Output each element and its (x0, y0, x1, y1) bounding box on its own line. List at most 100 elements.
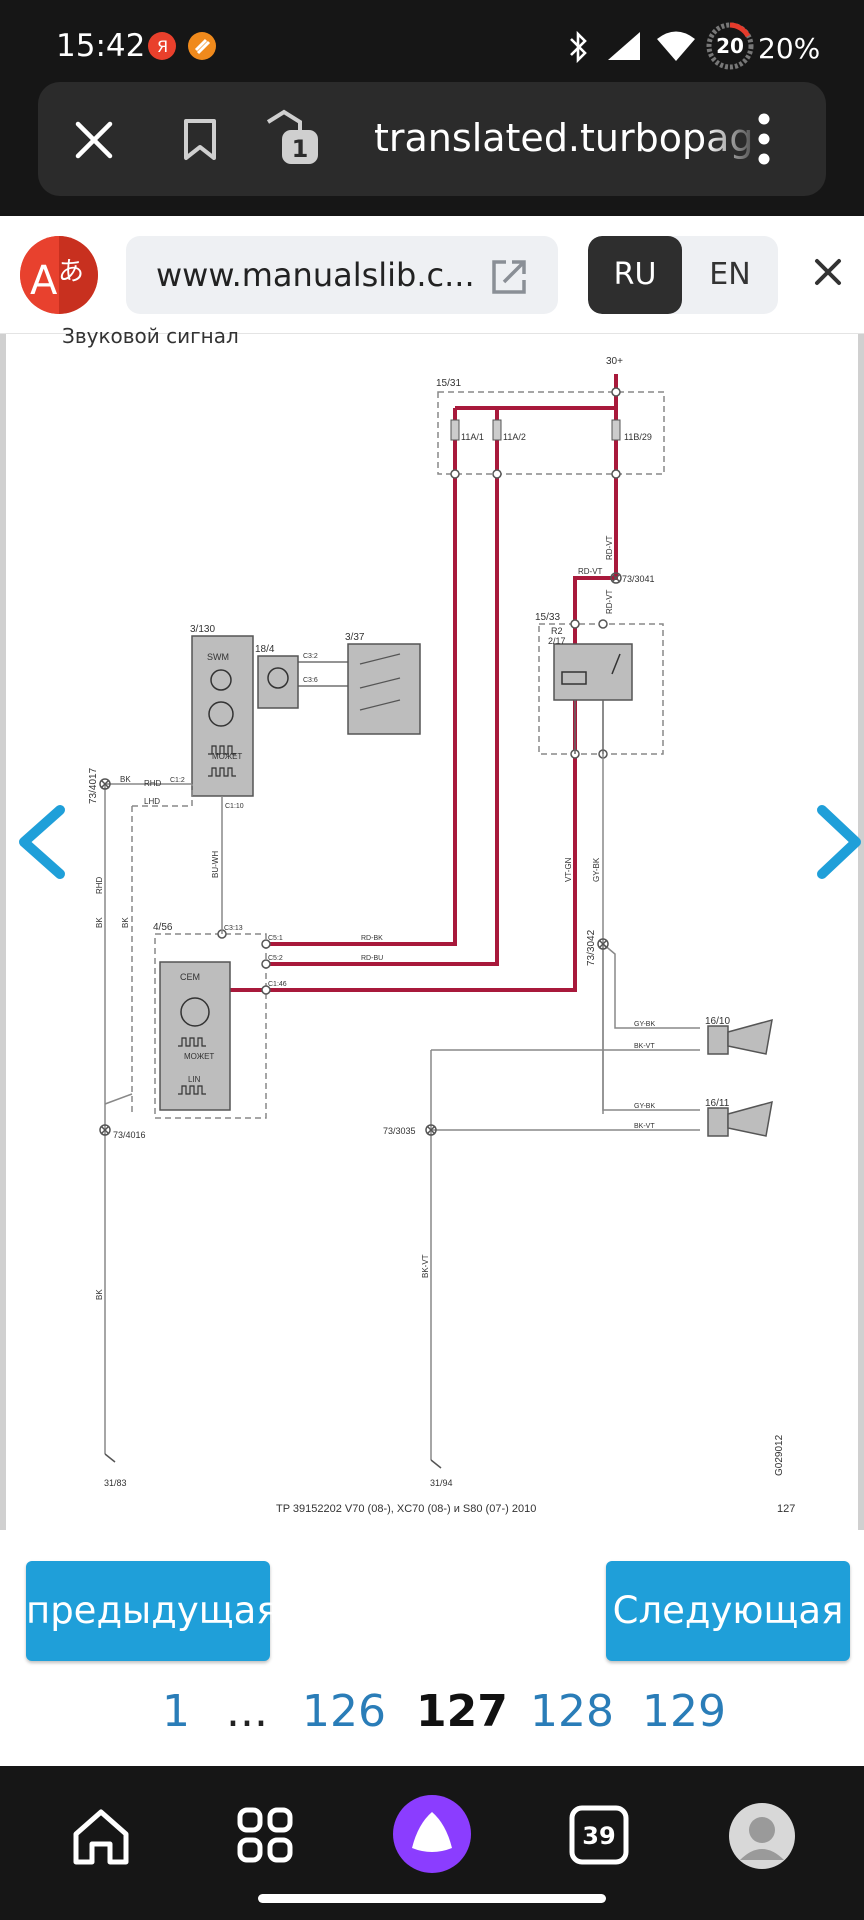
lbl-rd-vt-3: RD-VT (578, 567, 603, 576)
next-page-arrow-icon[interactable] (810, 802, 864, 882)
bluetooth-icon (570, 30, 587, 64)
lbl-figure-id: G029012 (774, 1434, 785, 1476)
svg-text:あ: あ (58, 257, 84, 287)
battery-ring-icon: 20 (706, 22, 754, 70)
lbl-rhd-1: RHD (144, 779, 162, 788)
wiring-diagram: 30+ 15/31 11A/1 11A/2 11B/29 RD-VT RD-VT… (88, 356, 795, 1515)
lbl-c3-2: C3:2 (303, 653, 318, 660)
fuse-2 (492, 419, 502, 441)
page-link-129[interactable]: 129 (642, 1686, 726, 1737)
lbl-gy-bk-h1: GY-BK (634, 1021, 655, 1028)
url-text[interactable]: translated.turbopages.org (374, 116, 754, 160)
horn-1-bell (727, 1018, 773, 1055)
cem-module (159, 961, 231, 1111)
tabs-icon[interactable]: 39 (568, 1804, 630, 1866)
next-button[interactable]: Следующая (606, 1561, 850, 1661)
lbl-fuse-1: 11A/1 (461, 432, 484, 442)
battery-percent: 20% (758, 32, 821, 65)
lbl-relay-box: 15/33 (535, 612, 560, 623)
page-link-128[interactable]: 128 (530, 1686, 614, 1737)
close-icon[interactable] (74, 120, 114, 160)
lbl-c5-1: C5:1 (268, 935, 283, 942)
bookmark-icon[interactable] (182, 118, 218, 162)
source-url-pill[interactable]: www.manualslib.c... (126, 236, 558, 314)
gesture-handle[interactable] (258, 1894, 606, 1903)
translate-logo-icon[interactable]: A あ (20, 236, 98, 314)
lbl-swm: SWM (207, 652, 229, 662)
open-external-icon[interactable] (490, 258, 528, 296)
red-wires (230, 374, 618, 992)
page-current-127: 127 (416, 1686, 508, 1737)
lbl-bk-vt-h1: BK-VT (634, 1043, 655, 1050)
lbl-relay-id: 2/17 (548, 636, 566, 646)
lbl-bu-wh: BU-WH (211, 851, 220, 878)
horn-2-body (707, 1107, 729, 1137)
lbl-relay: R2 (551, 626, 563, 636)
previous-button[interactable]: предыдущая (26, 1561, 279, 1661)
svg-text:20: 20 (716, 34, 744, 58)
lbl-rd-vt-1: RD-VT (605, 535, 614, 560)
lbl-c1-10: C1:10 (225, 803, 244, 810)
profile-avatar-icon[interactable] (728, 1802, 796, 1870)
tab-protect-icon[interactable]: 1 (264, 108, 324, 168)
lbl-bk-1: BK (120, 775, 131, 784)
wifi-icon (657, 31, 695, 61)
document-area: Звуковой сигнал (0, 324, 864, 1724)
page-link-1[interactable]: 1 (162, 1686, 190, 1737)
fuse-1 (450, 419, 460, 441)
lbl-clock-spring: 18/4 (255, 644, 275, 655)
lbl-bk-3: BK (121, 917, 130, 928)
lbl-c3-6: C3:6 (303, 677, 318, 684)
translate-bar: A あ www.manualslib.c... RU EN (0, 216, 864, 334)
lbl-fuse-3: 11B/29 (624, 432, 652, 442)
lbl-gy-bk: GY-BK (592, 857, 601, 882)
page-link-126[interactable]: 126 (302, 1686, 386, 1737)
address-bar[interactable]: 1 translated.turbopages.org (38, 82, 826, 196)
page-ellipsis: ... (226, 1686, 268, 1737)
browser-toolbar: 1 translated.turbopages.org (0, 82, 864, 216)
lbl-supply: 30+ (606, 356, 623, 367)
lbl-c5-2: C5:2 (268, 955, 283, 962)
lbl-cem: CEM (180, 972, 200, 982)
lbl-c3-13: C3:13 (224, 925, 243, 932)
lbl-ground-1: 31/83 (104, 1478, 127, 1488)
lbl-switch-pack: 3/37 (345, 632, 365, 643)
page-edge-left (0, 334, 6, 1530)
lbl-c1-2: C1:2 (170, 777, 185, 784)
lang-ru-button[interactable]: RU (588, 236, 682, 314)
lbl-mozhet-2: МОЖЕТ (184, 1052, 214, 1061)
lbl-splice-3035: 73/3035 (383, 1126, 416, 1136)
lbl-rd-vt-2: RD-VT (605, 589, 614, 614)
swm-module (191, 635, 254, 797)
lbl-vt-gn: VT-GN (564, 857, 573, 882)
home-icon[interactable] (70, 1806, 132, 1868)
previous-page-arrow-icon[interactable] (14, 802, 74, 882)
horn-2-bell (727, 1100, 773, 1137)
relay-body (553, 643, 633, 701)
source-url-text: www.manualslib.c... (156, 256, 475, 294)
lbl-swm-id: 3/130 (190, 624, 215, 635)
lbl-fuse-2: 11A/2 (503, 432, 526, 442)
yandex-notification-icon: Я (148, 32, 176, 60)
switch-pack (347, 643, 421, 735)
url-fade (704, 110, 764, 166)
orange-app-icon (188, 32, 216, 60)
svg-text:Я: Я (157, 37, 168, 56)
close-translate-icon[interactable] (814, 258, 842, 286)
status-time: 15:42 (56, 28, 146, 64)
lbl-rhd-2: RHD (95, 876, 104, 894)
more-menu-icon[interactable] (756, 112, 772, 166)
apps-grid-icon[interactable] (236, 1806, 296, 1866)
lbl-bk-4: BK (95, 1289, 104, 1300)
alice-assistant-icon[interactable] (392, 1794, 472, 1874)
lbl-mozhet-1: МОЖЕТ (212, 752, 242, 761)
lbl-splice-4016: 73/4016 (113, 1130, 146, 1140)
lbl-bk-2: BK (95, 917, 104, 928)
horn-1-body (707, 1025, 729, 1055)
partial-heading: Звуковой сигнал (62, 324, 239, 348)
lang-en-button[interactable]: EN (709, 257, 751, 292)
cell-signal-icon (608, 32, 640, 60)
lbl-rd-bu: RD-BU (361, 955, 383, 962)
lbl-rd-bk: RD-BK (361, 935, 383, 942)
lbl-c1-46: C1:46 (268, 981, 287, 988)
